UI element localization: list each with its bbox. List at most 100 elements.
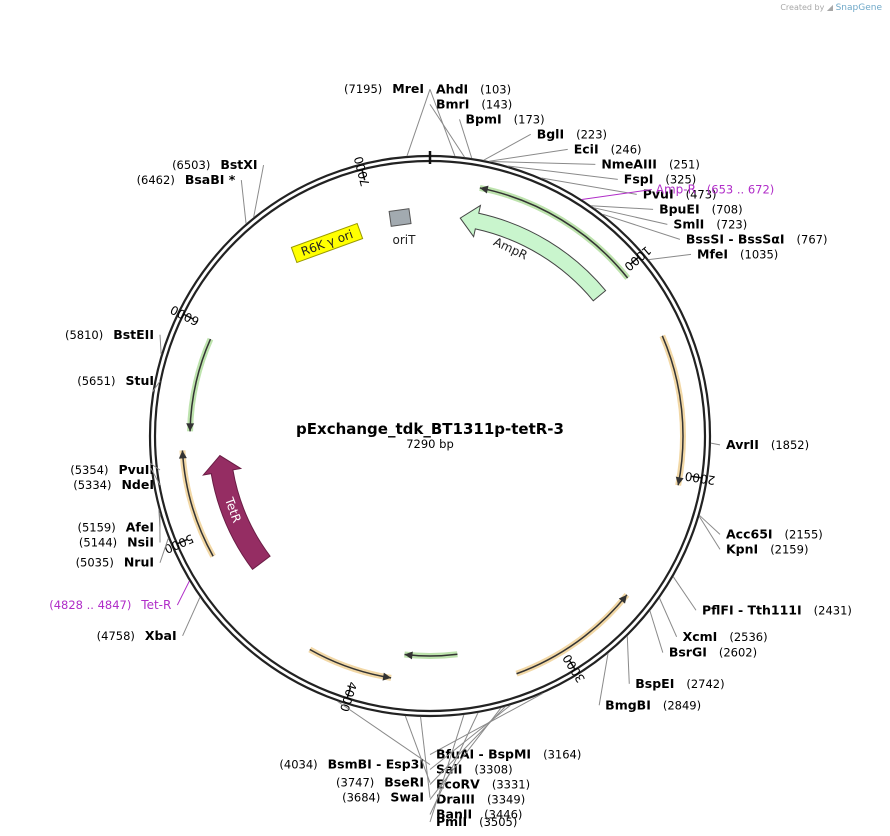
restriction-site[interactable]: BmrI (143) [429,96,512,158]
restriction-site[interactable]: PmlI(3505) [429,714,517,829]
orit-label: oriT [393,233,417,247]
site-name: EciI [574,141,599,156]
site-leader-line [659,597,678,637]
restriction-site[interactable]: BsaBI *(6462) [137,172,247,224]
site-position: (5144) [79,535,117,549]
site-position: (246) [611,142,642,156]
primer-tet-r[interactable]: Tet-R(4828 .. 4847) [49,580,190,612]
restriction-site[interactable]: BseRI(3747) [336,715,431,790]
orf-arrowhead [178,450,187,459]
restriction-site[interactable]: AfeI(5159) [78,509,161,535]
site-name: MfeI [697,246,728,261]
site-name: SalI [436,762,462,777]
restriction-site[interactable]: BstXI(6503) [172,157,265,218]
orf-arrowhead [479,185,489,194]
site-leader-line [159,538,169,563]
restriction-site[interactable]: SalI(3308) [429,704,513,777]
restriction-site[interactable]: NruI(5035) [76,538,169,570]
restriction-site[interactable]: DraIII(3349) [429,707,525,807]
site-leader-line [150,463,161,471]
tetr-feature[interactable] [202,454,271,571]
primer-leader-line [581,189,652,201]
site-name: BanII [436,807,472,822]
site-leader-line [490,161,596,165]
restriction-site[interactable]: BssSI - BssSαI(767) [602,213,828,246]
site-name: AvrII [726,437,759,452]
site-name: NruI [124,555,154,570]
orf-arrowhead [675,476,684,486]
site-leader-line [483,133,531,161]
primer-amp-r[interactable]: Amp-R(653 .. 672) [581,183,775,201]
site-position: (4758) [97,629,135,643]
site-name: BsaBI * [185,172,236,187]
restriction-site[interactable]: NdeI(5334) [73,468,161,492]
primer-range: (4828 .. 4847) [49,598,131,612]
site-position: (723) [716,217,747,231]
site-position: (223) [576,127,607,141]
orf-arrowhead [404,651,413,660]
site-name: BmrI [436,96,469,111]
restriction-site[interactable]: BanII(3446) [429,712,522,822]
orit-box[interactable] [388,208,412,227]
site-name: BstEII [113,327,154,342]
restriction-site[interactable]: AvrII (1852) [710,437,809,452]
site-position: (143) [481,97,512,111]
site-name: SwaI [390,790,424,805]
site-position: (1852) [771,438,809,452]
restriction-site[interactable]: BpuEI(708) [590,201,743,216]
site-leader-line [710,442,721,446]
restriction-site[interactable]: FspI(325) [507,165,697,186]
site-name: AfeI [126,519,154,534]
tick-mark [184,313,194,320]
ampr-feature[interactable] [459,204,607,302]
orf-arrow [516,594,628,675]
restriction-site[interactable]: BglI(223) [483,126,607,161]
site-position: (5810) [65,328,103,342]
restriction-site[interactable]: StuI(5651) [77,373,161,393]
restriction-site[interactable]: SmlI (723) [593,207,747,232]
orf-arrowhead [382,672,392,681]
site-position: (5651) [77,374,115,388]
site-leader-line [590,205,654,210]
site-name: BseRI [384,775,424,790]
restriction-site[interactable]: BsrGI (2602) [649,610,757,660]
site-position: (5334) [73,478,111,492]
restriction-site[interactable]: BsmBI - Esp3I(4034) [279,700,431,772]
restriction-site[interactable]: XbaI(4758) [97,597,201,643]
site-position: (2536) [729,630,767,644]
site-name: BsrGI [669,645,707,660]
restriction-site[interactable]: MreI(7195) [344,81,431,157]
restriction-site[interactable]: BstEII (5810) [65,327,162,355]
site-name: SmlI [673,216,704,231]
site-position: (708) [712,202,743,216]
restriction-site[interactable]: PflFI - Tth111I(2431) [672,576,852,618]
site-position: (173) [514,112,545,126]
site-name: NmeAIII [601,156,657,171]
restriction-site[interactable]: BpmI(173) [459,111,545,159]
site-position: (2431) [814,603,852,617]
primer-name: Amp-R [656,183,696,197]
restriction-site[interactable]: SwaI(3684) [342,716,431,805]
site-leader-line [648,253,692,261]
restriction-site[interactable]: KpnI(2159) [698,516,808,556]
orf-halo [659,334,686,486]
restriction-site[interactable]: MfeI(1035) [648,246,779,261]
restriction-site[interactable]: Acc65I(2155) [699,515,823,541]
restriction-site[interactable]: PvuII(5354) [70,462,161,477]
site-position: (2602) [719,646,757,660]
r6k-ori-feature[interactable]: R6K γ ori [290,222,364,264]
site-name: PmlI [436,814,467,829]
site-name: BstXI [220,157,257,172]
restriction-site[interactable]: NsiI(5144) [79,513,161,549]
tick-mark [568,659,576,670]
restriction-site[interactable]: NmeAIII(251) [490,156,700,171]
r6k-ori-box[interactable] [290,222,364,264]
restriction-site[interactable]: EcoRV(3331) [429,706,530,792]
orf-arrow [661,335,684,486]
restriction-site[interactable]: BspEI(2742) [626,636,725,691]
orit-feature[interactable]: oriT [388,208,417,247]
site-position: (2742) [686,677,724,691]
restriction-site[interactable]: BmgBI(2849) [598,653,701,712]
restriction-site[interactable]: XcmI(2536) [659,597,768,644]
restriction-site[interactable]: EciI (246) [489,141,642,162]
